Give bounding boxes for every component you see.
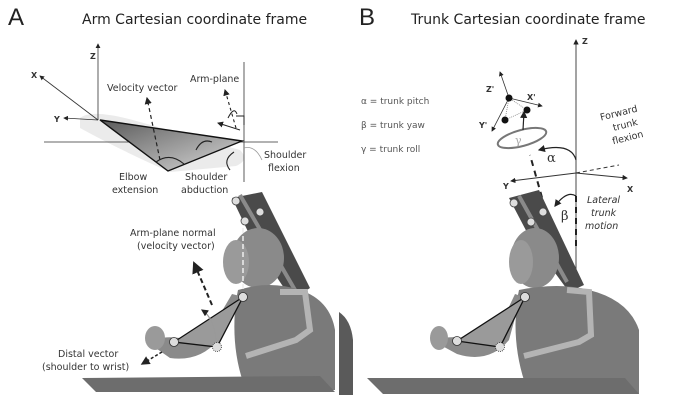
y-prime-label: Y' <box>478 121 487 130</box>
harness-strap <box>523 287 595 359</box>
gamma-symbol: γ <box>515 134 522 147</box>
panel-a: A Arm Cartesian coordinate frame Z X Y <box>8 4 335 392</box>
marker <box>240 216 250 226</box>
svg-text:motion: motion <box>585 221 618 232</box>
shoulder-flexion-arc <box>226 151 235 171</box>
marker <box>509 198 519 208</box>
wrist-marker <box>169 337 179 347</box>
svg-text:Lateral: Lateral <box>587 195 620 206</box>
shoulder-marker <box>238 292 248 302</box>
right-angle-marker <box>236 115 245 125</box>
local-marker-1 <box>505 94 513 102</box>
beta-arc <box>554 193 577 207</box>
distal-vector-arrow <box>140 351 163 365</box>
lateral-trunk-motion-label: Lateral trunk motion <box>585 195 620 232</box>
roll-ellipse <box>496 126 548 150</box>
y-prime-axis <box>491 97 510 132</box>
x-axis <box>575 172 628 181</box>
z-axis-label: Z <box>90 52 96 61</box>
face-mask <box>509 240 533 284</box>
x-axis-label: X <box>31 71 38 80</box>
y-axis-label: Y <box>502 182 509 191</box>
y-axis <box>510 172 577 184</box>
roll-axis-arrow <box>520 110 528 131</box>
panel-b-title: Trunk Cartesian coordinate frame <box>411 12 646 28</box>
alpha-arc <box>537 145 577 161</box>
z-prime-axis <box>499 71 510 99</box>
torso <box>234 285 335 390</box>
marker <box>255 207 265 217</box>
svg-text:trunk: trunk <box>591 208 617 219</box>
marker <box>231 196 241 206</box>
local-marker-3 <box>501 116 509 124</box>
grey-rotation-arrow <box>201 309 217 341</box>
table <box>367 378 639 394</box>
x-prime-axis <box>508 97 543 108</box>
arm-plane-normal-label-2: (velocity vector) <box>137 241 215 252</box>
y-axis-label: Y <box>53 115 60 124</box>
subject-photo-b <box>339 190 639 395</box>
shoulder-abduction-label-1: Shoulder <box>185 172 227 183</box>
arm-plane-triangle-photo <box>172 295 245 348</box>
shoulder-flexion-label-1: Shoulder <box>264 150 306 161</box>
harness-strap <box>245 289 314 359</box>
table <box>82 376 335 392</box>
forward-trunk-flexion-label: Forward trunk flexion <box>599 104 645 148</box>
shoulder-flexion-leader <box>243 147 263 161</box>
z-prime-label: Z' <box>486 85 494 94</box>
face-mask <box>223 240 249 284</box>
velocity-vector-arrow <box>144 96 161 161</box>
alpha-symbol: α <box>547 151 556 166</box>
panel-b-figure: α = trunk pitch β = trunk yaw γ = trunk … <box>339 37 645 395</box>
x-prime-label: X' <box>527 93 536 102</box>
panel-a-edge <box>339 312 353 395</box>
legend-gamma: γ = trunk roll <box>361 145 420 155</box>
marker <box>526 217 536 227</box>
arm-plane-triangle <box>99 119 245 172</box>
elbow-extension-label-2: extension <box>112 185 158 196</box>
wrist-marker <box>452 336 462 346</box>
beta-symbol: β <box>561 209 569 224</box>
arm-plane-arrow <box>223 88 237 129</box>
arm-plane-triangle-photo <box>455 295 527 348</box>
elbow-extension-arc <box>155 156 185 165</box>
elbow-marker <box>495 342 505 352</box>
arm-plane-angle-arc <box>227 110 238 119</box>
marker <box>538 207 548 217</box>
shoulder-abduction-label-2: abduction <box>181 185 228 196</box>
distal-vector-label-2: (shoulder to wrist) <box>42 362 129 373</box>
y-axis <box>63 115 99 121</box>
x-axis-label: X <box>627 185 634 194</box>
shoulder-abduction-arc <box>195 140 213 151</box>
panel-a-figure: Z X Y Velocity vector Arm-plane Shoulder… <box>31 43 335 392</box>
shoulder-marker <box>520 292 530 302</box>
fist <box>145 326 165 350</box>
elbow-marker <box>212 342 222 352</box>
shoulder-flexion-label-2: flexion <box>268 163 300 174</box>
arm-plane-label: Arm-plane <box>190 74 239 85</box>
elbow-extension-label-1: Elbow <box>119 172 147 183</box>
arm-plane-normal-arrow <box>192 261 213 306</box>
panel-a-title: Arm Cartesian coordinate frame <box>82 12 308 28</box>
dashed-reference <box>575 164 620 174</box>
arm-plane-normal-small <box>217 121 241 131</box>
panel-b-letter: B <box>359 4 376 31</box>
z-axis-label: Z <box>582 37 588 46</box>
panel-a-letter: A <box>8 4 25 31</box>
distal-vector-label-1: Distal vector <box>58 349 118 360</box>
legend-beta: β = trunk yaw <box>361 121 425 131</box>
panel-b: B Trunk Cartesian coordinate frame α = t… <box>339 0 678 402</box>
x-axis <box>39 75 99 121</box>
local-frame-triangle <box>504 97 528 121</box>
arm-plane-normal-label-1: Arm-plane normal <box>130 228 216 239</box>
velocity-vector-label: Velocity vector <box>107 83 178 94</box>
fist <box>430 326 448 350</box>
local-marker-2 <box>523 106 531 114</box>
legend-alpha: α = trunk pitch <box>361 97 429 107</box>
